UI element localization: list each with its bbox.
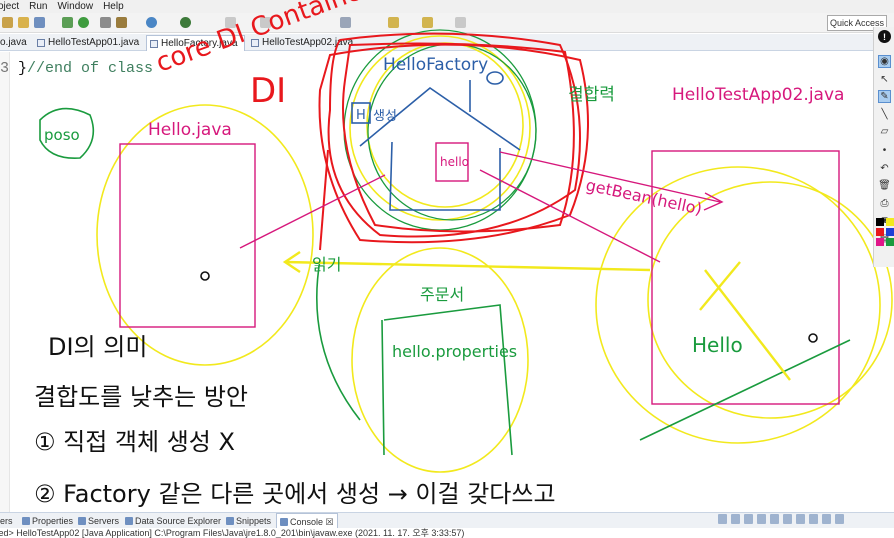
pen-icon[interactable]: ✎: [878, 90, 891, 103]
menu-run[interactable]: Run: [29, 1, 48, 12]
editor-tab-bar: o.java HelloTestApp01.java HelloFactory.…: [0, 34, 894, 51]
search-icon[interactable]: [100, 17, 111, 28]
menu-project[interactable]: Project: [0, 1, 20, 12]
outline-icon[interactable]: [340, 17, 351, 28]
tab-hellotestapp02[interactable]: HelloTestApp02.java: [248, 35, 359, 51]
maximize-icon[interactable]: [835, 514, 844, 524]
menu-bar: Project Run Window Help: [0, 0, 894, 13]
java-file-icon: [251, 39, 259, 47]
tab-hello-java[interactable]: o.java: [0, 35, 33, 51]
step-icon[interactable]: [260, 17, 271, 28]
menu-window[interactable]: Window: [57, 1, 94, 12]
bottom-panel-tabs: ers Properties Servers Data Source Explo…: [0, 512, 894, 529]
stop-icon[interactable]: [225, 17, 236, 28]
scroll-lock-icon[interactable]: [757, 514, 766, 524]
servers-icon: [78, 517, 86, 525]
tab-label: Console: [290, 517, 324, 527]
tab-markers[interactable]: ers: [0, 516, 13, 526]
tab-label: Properties: [32, 516, 74, 526]
drawing-toolbar: ! ◉ ↖ ✎ ╲ ▱ • ↶ 🗑 ⎙ ◙ ▤: [873, 27, 894, 267]
quick-access-input[interactable]: Quick Access: [827, 15, 887, 31]
console-launch-text: nated> HelloTestApp02 [Java Application]…: [0, 528, 465, 538]
camera-icon[interactable]: ◙: [881, 215, 888, 226]
console-status: nated> HelloTestApp02 [Java Application]…: [0, 528, 894, 538]
console-toolbar: [718, 514, 844, 524]
code-editor[interactable]: [0, 52, 872, 512]
clipboard-icon[interactable]: ▤: [879, 233, 890, 244]
tab-hellotestapp01[interactable]: HelloTestApp01.java: [34, 35, 145, 51]
eraser-icon[interactable]: ▱: [880, 126, 889, 137]
dot-icon[interactable]: •: [882, 145, 887, 156]
class-icon[interactable]: [180, 17, 191, 28]
color-yellow-swatch[interactable]: [886, 218, 894, 226]
color-blue-swatch[interactable]: [886, 228, 894, 236]
snippets-icon: [226, 517, 234, 525]
pointer-icon[interactable]: ↖: [880, 74, 889, 85]
java-file-icon: [150, 40, 158, 48]
closing-brace: }: [18, 60, 28, 77]
open-console-icon[interactable]: [809, 514, 818, 524]
menu-help[interactable]: Help: [103, 1, 124, 12]
color-black-swatch[interactable]: [876, 218, 884, 226]
package-icon[interactable]: [116, 17, 127, 28]
globe-icon[interactable]: [146, 17, 157, 28]
color-green-swatch[interactable]: [886, 238, 894, 246]
nav-next-icon[interactable]: [388, 17, 399, 28]
tab-label: o.java: [0, 37, 27, 48]
tab-label: HelloTestApp01.java: [48, 37, 140, 48]
run-icon[interactable]: [78, 17, 89, 28]
save-icon[interactable]: [34, 17, 45, 28]
tab-properties[interactable]: Properties: [22, 513, 73, 529]
tab-label: HelloFactory.java: [161, 38, 238, 49]
tab-hellofactory[interactable]: HelloFactory.java: [146, 35, 245, 51]
tab-label: HelloTestApp02.java: [262, 37, 354, 48]
remove-launch-icon[interactable]: [731, 514, 740, 524]
debug-icon[interactable]: [62, 17, 73, 28]
tab-snippets[interactable]: Snippets: [226, 513, 271, 529]
terminate-icon[interactable]: [718, 514, 727, 524]
display-console-icon[interactable]: [796, 514, 805, 524]
console-icon: [280, 518, 288, 526]
code-line[interactable]: }//end of class: [18, 60, 153, 77]
info-icon[interactable]: !: [878, 30, 891, 43]
line-icon[interactable]: ╲: [881, 109, 888, 120]
pin-console-icon[interactable]: [783, 514, 792, 524]
code-comment: //end of class: [27, 60, 154, 77]
tab-label: Data Source Explorer: [135, 516, 222, 526]
main-toolbar: [0, 13, 894, 33]
eye-icon[interactable]: ◉: [878, 55, 891, 68]
tab-label: Servers: [88, 516, 120, 526]
line-number: 3: [0, 60, 10, 77]
tab-data-source-explorer[interactable]: Data Source Explorer: [125, 513, 221, 529]
minimize-icon[interactable]: [822, 514, 831, 524]
word-wrap-icon[interactable]: [770, 514, 779, 524]
nav-forward-icon[interactable]: [455, 17, 466, 28]
tab-label: Snippets: [236, 516, 272, 526]
color-magenta-swatch[interactable]: [876, 238, 884, 246]
open-icon[interactable]: [18, 17, 29, 28]
properties-icon: [22, 517, 30, 525]
color-red-swatch[interactable]: [876, 228, 884, 236]
remove-all-icon[interactable]: [744, 514, 753, 524]
trash-icon[interactable]: 🗑: [878, 180, 891, 191]
tab-servers[interactable]: Servers: [78, 513, 119, 529]
tab-console[interactable]: Console ☒: [276, 513, 338, 529]
nav-back-icon[interactable]: [422, 17, 433, 28]
java-file-icon: [37, 39, 45, 47]
print-icon[interactable]: ⎙: [880, 198, 889, 209]
new-icon[interactable]: [2, 17, 13, 28]
undo-icon[interactable]: ↶: [880, 163, 889, 174]
line-gutter: [0, 52, 10, 512]
close-icon[interactable]: ☒: [325, 517, 334, 527]
database-icon: [125, 517, 133, 525]
